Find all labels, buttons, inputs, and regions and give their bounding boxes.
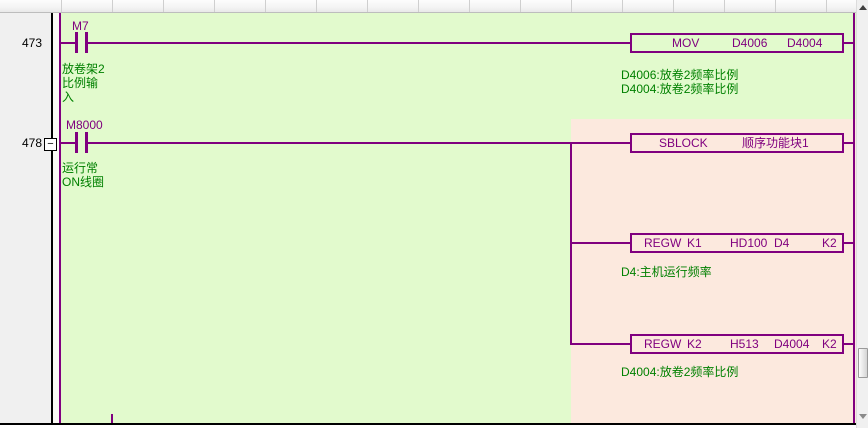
operand: HD100: [730, 236, 768, 250]
operand: D4004: [774, 337, 810, 351]
contact-device-label: M7: [72, 19, 89, 33]
column-ruler-cells: [61, 0, 856, 12]
contact-symbol-m7[interactable]: [85, 32, 88, 53]
scroll-down-icon: [859, 414, 867, 419]
contact-comment-line: 比例输: [62, 76, 99, 90]
scrollbar-thumb[interactable]: [858, 348, 868, 378]
opcode: REGW: [644, 236, 682, 250]
operand: K2: [822, 236, 837, 250]
opcode: REGW: [644, 337, 682, 351]
wire: [844, 42, 853, 44]
contact-symbol-m8000[interactable]: [75, 132, 78, 153]
operand: 顺序功能块1: [742, 136, 809, 150]
contact-symbol-m8000[interactable]: [85, 132, 88, 153]
left-rail-margin: [53, 13, 59, 423]
contact-comment-line: 运行常: [62, 161, 99, 175]
contact-comment-line: 放卷架2: [62, 62, 105, 76]
wire: [570, 343, 630, 345]
vertical-scrollbar[interactable]: [856, 0, 868, 428]
right-power-rail: [853, 13, 855, 423]
branch-wire-continuation: [111, 414, 113, 423]
left-power-rail: [59, 13, 61, 423]
contact-comment-line: 入: [62, 90, 75, 104]
device-comment: D4:主机运行频率: [621, 265, 712, 279]
wire: [844, 343, 853, 345]
rung-number-column: [0, 13, 51, 425]
column-ruler: [0, 0, 856, 13]
wire: [88, 142, 630, 144]
operand: D4006: [732, 36, 768, 50]
operand: D4004: [787, 36, 823, 50]
scroll-up-button[interactable]: [857, 0, 868, 16]
instruction-box-sblock[interactable]: SBLOCK 顺序功能块1: [630, 133, 844, 153]
contact-comment-line: ON线圈: [62, 175, 105, 189]
device-comment: D4004:放卷2频率比例: [621, 365, 739, 379]
wire: [61, 42, 75, 44]
rung-number-478: 478: [21, 136, 42, 150]
scroll-down-button[interactable]: [857, 408, 868, 424]
opcode: SBLOCK: [659, 136, 708, 150]
view-bottom-border: [0, 423, 856, 425]
operand: K1: [687, 236, 702, 250]
instruction-box-mov[interactable]: MOV D4006 D4004: [630, 33, 844, 53]
wire: [88, 42, 630, 44]
contact-symbol-m7[interactable]: [75, 32, 78, 53]
device-comment: D4004:放卷2频率比例: [621, 82, 739, 96]
wire: [570, 242, 630, 244]
scroll-up-icon: [859, 5, 867, 10]
column-separator-line: [51, 13, 53, 425]
wire: [61, 142, 75, 144]
wire: [844, 142, 853, 144]
operand: K2: [687, 337, 702, 351]
rung-number-473: 473: [21, 36, 42, 50]
operand: K2: [822, 337, 837, 351]
collapse-box-icon[interactable]: −: [44, 138, 57, 151]
function-block-region[interactable]: [571, 119, 856, 423]
opcode: MOV: [672, 36, 700, 50]
operand: D4: [774, 236, 790, 250]
instruction-box-regw-1[interactable]: REGW K1 HD100 D4 K2: [630, 233, 844, 253]
wire: [844, 242, 853, 244]
instruction-box-regw-2[interactable]: REGW K2 H513 D4004 K2: [630, 334, 844, 354]
contact-device-label: M8000: [66, 118, 103, 132]
operand: H513: [730, 337, 759, 351]
device-comment: D4006:放卷2频率比例: [621, 68, 739, 82]
